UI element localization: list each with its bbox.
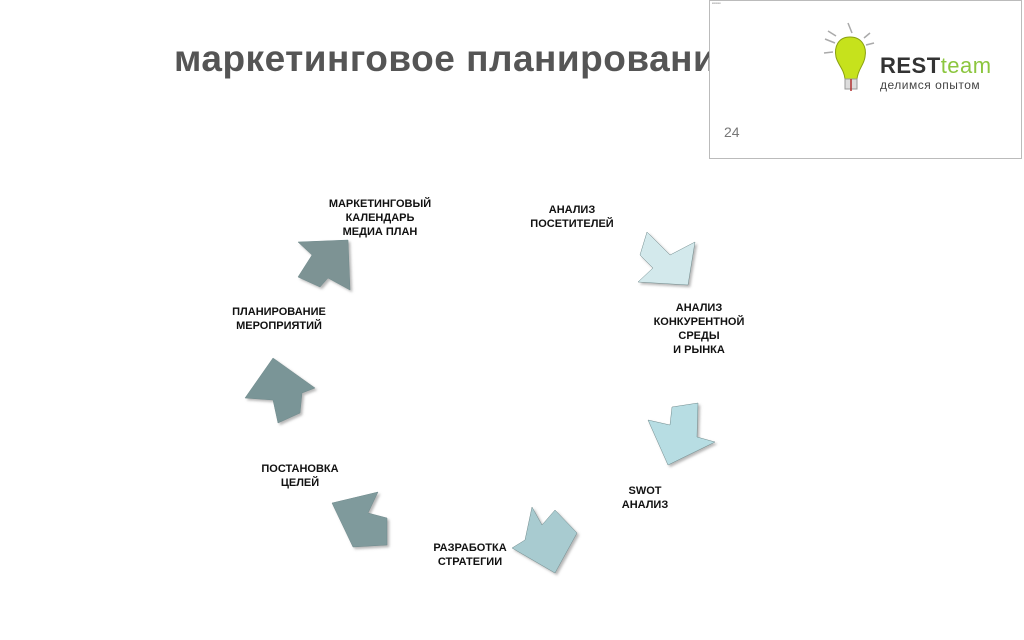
step-label-competitive-analysis: АНАЛИЗ КОНКУРЕНТНОЙ СРЕДЫ И РЫНКА <box>653 302 745 356</box>
step-label-event-planning: ПЛАНИРОВАНИЕ МЕРОПРИЯТИЙ <box>232 306 326 332</box>
logo-tagline: делимся опытом <box>880 78 981 92</box>
page-title: маркетинговое планирование <box>174 38 738 79</box>
logo-word-rest: REST <box>880 53 941 78</box>
step-label-visitor-analysis: АНАЛИЗ ПОСЕТИТЕЛЕЙ <box>530 204 614 230</box>
cycle-arrow-5 <box>244 357 316 424</box>
page-number: 24 <box>724 124 740 140</box>
cycle-arrow-1 <box>637 231 696 286</box>
restteam-logo: RESTteam <box>880 53 992 79</box>
lightbulb-icon <box>823 22 875 91</box>
cycle-arrow-4 <box>331 491 388 548</box>
step-label-strategy: РАЗРАБОТКА СТРАТЕГИИ <box>433 542 507 568</box>
cycle-arrow-3 <box>511 506 578 574</box>
cycle-arrow-6 <box>297 239 351 291</box>
step-label-marketing-calendar: МАРКЕТИНГОВЫЙ КАЛЕНДАРЬ МЕДИА ПЛАН <box>328 198 432 238</box>
thumbnail-caption: ▪▪▪▪▪▪▪▪ <box>712 1 721 5</box>
step-label-swot: SWOT АНАЛИЗ <box>621 485 669 511</box>
logo-word-team: team <box>940 53 992 78</box>
step-label-goals: ПОСТАНОВКА ЦЕЛЕЙ <box>261 463 339 489</box>
slide-thumbnail[interactable]: ▪▪▪▪▪▪▪▪ RESTteam делимся опытом 24 <box>709 0 1022 159</box>
cycle-arrow-2 <box>647 402 716 466</box>
